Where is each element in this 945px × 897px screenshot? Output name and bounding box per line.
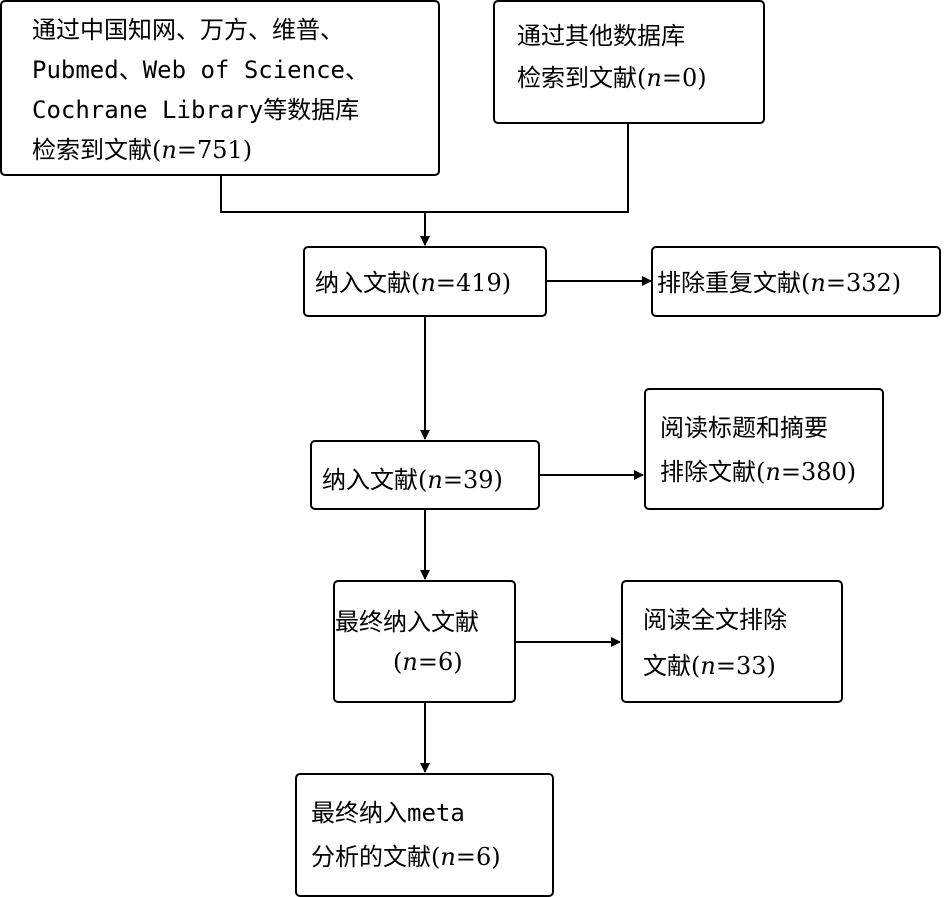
excluded-duplicates-label: 排除重复文献(n=332): [657, 269, 902, 297]
excluded-fulltext-count: 文献(n=33): [643, 652, 776, 680]
search-databases-count: 检索到文献(n=751): [32, 136, 253, 164]
excluded-title-abstract-line-1: 阅读标题和摘要: [660, 414, 828, 442]
search-databases-line-1: 通过中国知网、万方、维普、: [32, 16, 344, 44]
final-included-line-1: 最终纳入文献: [335, 608, 479, 636]
meta-analysis-included-box: 最终纳入meta 分析的文献(n=6): [295, 773, 554, 897]
search-databases-line-3: Cochrane Library等数据库: [32, 96, 360, 124]
excluded-fulltext-line-1: 阅读全文排除: [643, 606, 787, 634]
search-databases-line-2: Pubmed、Web of Science、: [32, 56, 369, 84]
final-included-count: (n=6): [393, 648, 463, 676]
other-databases-count: 检索到文献(n=0): [517, 64, 707, 92]
meta-analysis-line-1: 最终纳入meta: [311, 799, 465, 827]
other-databases-box: 通过其他数据库 检索到文献(n=0): [493, 0, 765, 124]
final-included-box: 最终纳入文献 (n=6): [333, 580, 516, 703]
other-databases-line-1: 通过其他数据库: [517, 22, 685, 50]
search-databases-box: 通过中国知网、万方、维普、 Pubmed、Web of Science、 Coc…: [0, 0, 440, 176]
excluded-title-abstract-count: 排除文献(n=380): [660, 458, 857, 486]
included-419-label: 纳入文献(n=419): [315, 269, 512, 297]
excluded-duplicates-box: 排除重复文献(n=332): [651, 246, 941, 317]
excluded-fulltext-box: 阅读全文排除 文献(n=33): [621, 580, 843, 703]
meta-analysis-count: 分析的文献(n=6): [311, 843, 501, 871]
included-39-label: 纳入文献(n=39): [322, 466, 503, 494]
excluded-title-abstract-box: 阅读标题和摘要 排除文献(n=380): [644, 388, 884, 510]
included-39-box: 纳入文献(n=39): [310, 440, 540, 510]
included-419-box: 纳入文献(n=419): [303, 246, 547, 317]
